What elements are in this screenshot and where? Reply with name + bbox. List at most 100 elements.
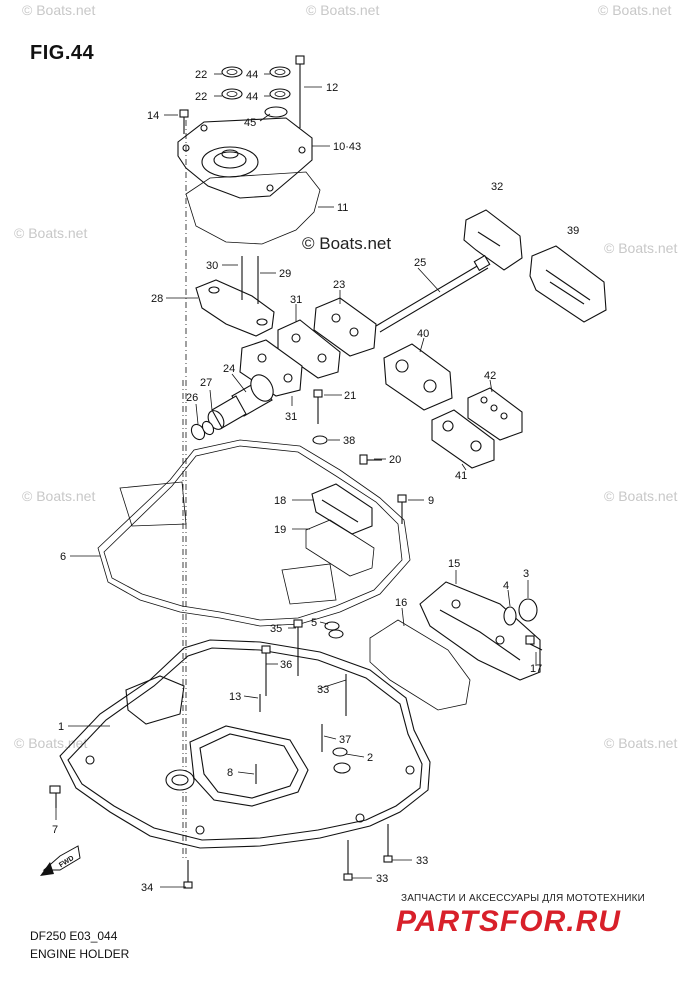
collar-24	[207, 374, 274, 430]
callout: 31	[285, 411, 297, 423]
shaft-part	[379, 267, 489, 333]
bolt-head	[49, 785, 61, 794]
watermark: © Boats.net	[604, 735, 678, 751]
o-ring-5	[328, 629, 344, 639]
o-ring-4	[503, 606, 517, 626]
bolt-head	[179, 109, 189, 118]
callout: 36	[280, 659, 292, 671]
callout: 30	[206, 260, 218, 272]
callout: 25	[414, 257, 426, 269]
callout: 2	[367, 752, 373, 764]
callout: 38	[343, 435, 355, 447]
callout: 17	[530, 663, 542, 675]
bolt-head	[343, 873, 353, 881]
callout: 22	[195, 91, 207, 103]
bolt-head	[295, 55, 305, 65]
bolt-head	[293, 619, 303, 628]
bolt-head	[525, 635, 535, 645]
callout: 45	[244, 117, 256, 129]
ad-tagline: ЗАПЧАСТИ И АКСЕССУАРЫ ДЛЯ МОТОТЕХНИКИ	[401, 893, 646, 904]
watermark: © Boats.net	[604, 488, 678, 504]
callout: 14	[147, 110, 159, 122]
callout: 13	[229, 691, 241, 703]
upper-cover-part	[177, 117, 313, 199]
callout: 4	[503, 580, 509, 592]
gasket-port	[281, 563, 337, 605]
callout-labels: 22 44 22 44 12 14 45 10·43 11 32 39 30 2…	[52, 69, 579, 894]
callout: 32	[491, 181, 503, 193]
bolt-head	[383, 855, 393, 863]
callout: 10·43	[333, 141, 361, 153]
callout: 21	[344, 390, 356, 402]
callout: 33	[416, 855, 428, 867]
washer-27	[201, 420, 215, 436]
callout: 1	[58, 721, 64, 733]
callout: 28	[151, 293, 163, 305]
bolt-head	[261, 645, 271, 654]
watermark: © Boats.net	[22, 488, 96, 504]
callout: 16	[395, 597, 407, 609]
callout: 42	[484, 370, 496, 382]
shaft-head	[473, 254, 491, 272]
callout: 26	[186, 392, 198, 404]
callout: 37	[339, 734, 351, 746]
washer-38	[312, 435, 328, 445]
callout: 44	[246, 91, 258, 103]
bolt-head	[313, 389, 323, 398]
callout: 44	[246, 69, 258, 81]
watermark: © Boats.net	[14, 225, 88, 241]
upper-gasket-part	[185, 171, 321, 245]
main-gasket-6	[97, 439, 411, 627]
callout: 7	[52, 824, 58, 836]
plug-3	[518, 598, 538, 622]
callout: 27	[200, 377, 212, 389]
o-ring-2	[332, 747, 348, 757]
callout: 24	[223, 363, 235, 375]
callout: 11	[337, 202, 348, 214]
o-ring-5	[324, 621, 340, 631]
mount-40	[383, 343, 453, 411]
callout: 15	[448, 558, 460, 570]
callout: 40	[417, 328, 429, 340]
figure-title: FIG.44	[30, 42, 95, 64]
bolt-part	[529, 643, 543, 651]
cover-plate-18	[311, 483, 373, 535]
callout: 33	[317, 684, 329, 696]
callout: 6	[60, 551, 66, 563]
callout: 34	[141, 882, 153, 894]
fwd-arrow-icon: FWD	[40, 845, 81, 876]
gasket-16	[369, 619, 471, 711]
water-cover-15	[419, 581, 541, 681]
copyright-label: © Boats.net	[302, 234, 392, 253]
callout: 23	[333, 279, 345, 291]
bolt-head	[397, 494, 407, 503]
model-code: DF250 E03_044	[30, 929, 118, 943]
mount-rubber-32	[463, 209, 523, 271]
partsfor-logo[interactable]: PARTSFOR.RU	[396, 905, 621, 938]
callout: 41	[455, 470, 467, 482]
watermark: © Boats.net	[306, 2, 380, 18]
callout: 8	[227, 767, 233, 779]
bolt-head	[359, 454, 368, 465]
engine-holder-1	[59, 639, 431, 849]
callout: 35	[270, 623, 282, 635]
oil-seal-parts	[221, 66, 291, 118]
leader-lines	[55, 73, 537, 888]
plate-42	[467, 387, 523, 441]
shaft-part	[375, 261, 485, 327]
watermark: © Boats.net	[22, 2, 96, 18]
callout: 3	[523, 568, 529, 580]
callout: 5	[311, 617, 317, 629]
callout: 20	[389, 454, 401, 466]
callout: 31	[290, 294, 302, 306]
callout: 9	[428, 495, 434, 507]
callout: 12	[326, 82, 338, 94]
assembly-name: ENGINE HOLDER	[30, 947, 130, 961]
callout: 29	[279, 268, 291, 280]
bracket-28	[195, 279, 275, 337]
gasket-port	[119, 481, 187, 527]
callout: 33	[376, 873, 388, 885]
mount-rubber-39	[529, 245, 607, 323]
gasket-19	[305, 519, 375, 577]
